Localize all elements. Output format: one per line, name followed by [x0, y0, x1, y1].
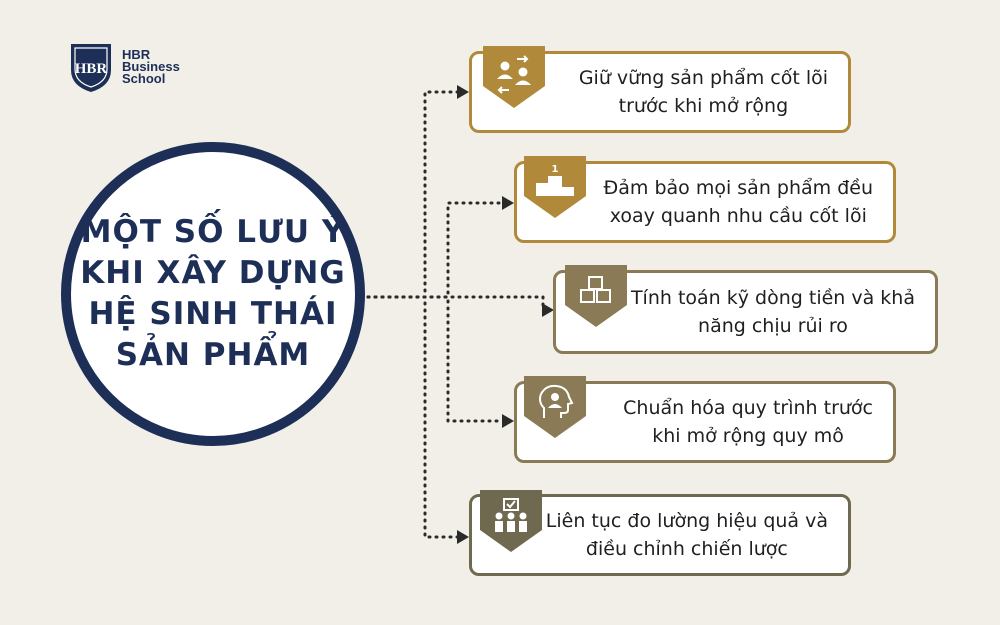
card-line: Đảm bảo mọi sản phẩm đều — [603, 177, 873, 199]
logo: HBR HBR Business School — [68, 40, 180, 94]
team-check-icon — [480, 490, 542, 554]
card-line: khi mở rộng quy mô — [652, 425, 844, 447]
arrow-head-2 — [502, 196, 514, 210]
card-line: Tính toán kỹ dòng tiền và khả — [630, 287, 915, 309]
card-line: điều chỉnh chiến lược — [585, 538, 788, 560]
logo-line-2: Business — [122, 59, 180, 74]
title-line-3: HỆ SINH THÁI — [88, 296, 338, 332]
arrow-head-1 — [457, 85, 469, 99]
card-line: Chuẩn hóa quy trình trước — [623, 397, 873, 419]
card-line: Giữ vững sản phẩm cốt lõi — [578, 67, 828, 89]
title-line-4: SẢN PHẨM — [115, 337, 311, 373]
card-text: Đảm bảo mọi sản phẩm đều xoay quanh nhu … — [604, 164, 873, 240]
title-line-1: MỘT SỐ LƯU Ý — [80, 214, 346, 250]
tip-card-5: Liên tục đo lường hiệu quả và điều chỉnh… — [469, 494, 851, 576]
arrow-head-5 — [457, 530, 469, 544]
card-line: xoay quanh nhu cầu cốt lõi — [609, 205, 867, 227]
title-line-2: KHI XÂY DỰNG — [80, 255, 346, 291]
logo-line-3: School — [122, 71, 166, 86]
svg-text:HBR: HBR — [75, 61, 108, 77]
card-line: năng chịu rủi ro — [698, 315, 848, 337]
card-text: Chuẩn hóa quy trình trước khi mở rộng qu… — [623, 384, 873, 460]
arrow-head-4 — [502, 414, 514, 428]
logo-text: HBR Business School — [122, 47, 180, 86]
shield-logo-icon: HBR — [71, 44, 111, 92]
card-line: Liên tục đo lường hiệu quả và — [545, 510, 828, 532]
central-circle: MỘT SỐ LƯU Ý KHI XÂY DỰNG HỆ SINH THÁI S… — [61, 142, 365, 446]
card-text: Liên tục đo lường hiệu quả và điều chỉnh… — [546, 497, 828, 573]
head-person-icon — [524, 376, 586, 440]
tip-card-1: Giữ vững sản phẩm cốt lõi trước khi mở r… — [469, 51, 851, 133]
tip-card-3: Tính toán kỹ dòng tiền và khả năng chịu … — [553, 270, 938, 354]
svg-text:1: 1 — [552, 164, 559, 175]
people-exchange-icon — [483, 46, 545, 110]
card-text: Giữ vững sản phẩm cốt lõi trước khi mở r… — [579, 54, 828, 130]
card-text: Tính toán kỹ dòng tiền và khả năng chịu … — [631, 273, 915, 351]
card-line: trước khi mở rộng — [618, 95, 789, 117]
logo-line-1: HBR — [122, 47, 151, 62]
podium-icon: 1 — [524, 156, 586, 220]
boxes-icon — [565, 265, 627, 329]
arrow-head-3 — [542, 303, 554, 317]
main-title: MỘT SỐ LƯU Ý KHI XÂY DỰNG HỆ SINH THÁI S… — [78, 212, 348, 376]
